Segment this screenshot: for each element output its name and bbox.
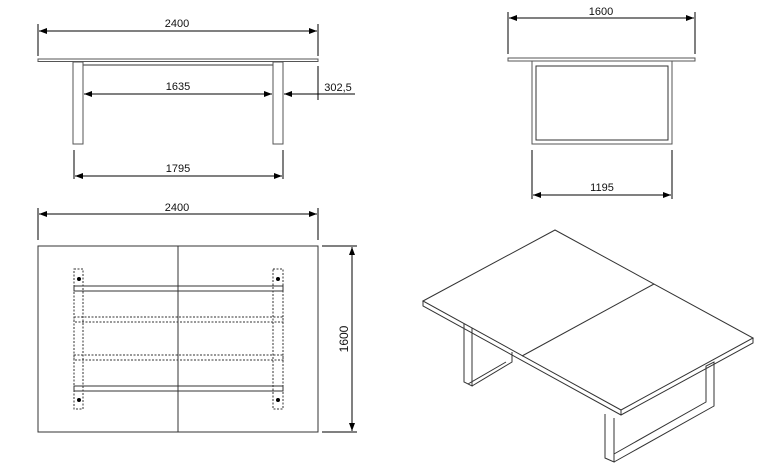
leg-left-plan — [73, 268, 84, 410]
frame-width-label: 1195 — [590, 182, 614, 194]
leg-frame — [531, 60, 673, 145]
rails — [73, 285, 284, 392]
overhang-label: 302,5 — [324, 82, 352, 94]
width-dimension-label: 2400 — [165, 18, 189, 30]
leg-right-plan — [272, 268, 284, 410]
top-width-label: 2400 — [165, 202, 189, 214]
outer-leg-span-label: 1795 — [166, 163, 190, 175]
front-view: 2400 1635 302,5 1795 — [37, 18, 355, 179]
leg-right — [272, 61, 284, 145]
leg-frame-inner — [535, 65, 669, 141]
tabletop — [37, 58, 319, 62]
top-depth-label: 1600 — [337, 325, 351, 352]
inner-leg-span-label: 1635 — [166, 81, 190, 93]
top-view: 2400 1600 — [37, 202, 357, 433]
depth-dimension-label: 1600 — [589, 6, 613, 18]
iso-leg-right — [604, 361, 715, 463]
isometric-view — [421, 229, 755, 463]
leg-left — [72, 61, 84, 145]
iso-seam — [521, 283, 655, 357]
side-view: 1600 1195 — [507, 6, 696, 199]
